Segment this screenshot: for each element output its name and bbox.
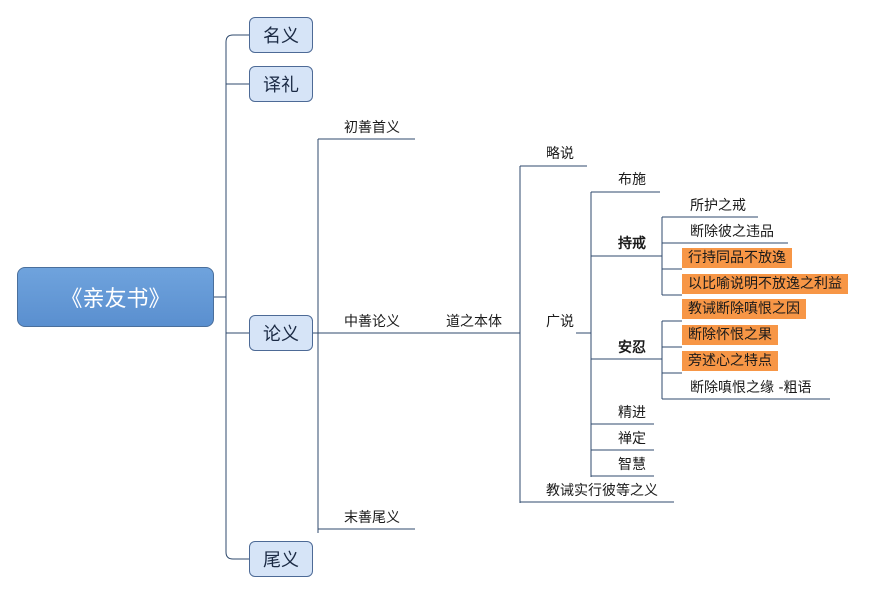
node-chijie-child-highlight[interactable]: 行持同品不放逸 — [682, 248, 792, 268]
node-chijie-child[interactable]: 所护之戒 — [690, 198, 746, 214]
node-jingjin[interactable]: 精进 — [618, 405, 646, 421]
node-chijie-child[interactable]: 断除彼之违品 — [690, 224, 774, 240]
node-anren[interactable]: 安忍 — [618, 340, 646, 356]
node-anren-child-highlight[interactable]: 断除怀恨之果 — [682, 325, 778, 345]
node-lunyi[interactable]: 论义 — [249, 315, 313, 351]
node-chijie[interactable]: 持戒 — [618, 236, 646, 252]
node-anren-child-highlight[interactable]: 旁述心之特点 — [682, 351, 778, 371]
node-dao[interactable]: 道之本体 — [446, 314, 502, 330]
node-mingyi[interactable]: 名义 — [249, 17, 313, 53]
node-zhongshan[interactable]: 中善论义 — [344, 314, 400, 330]
node-bushi[interactable]: 布施 — [618, 172, 646, 188]
node-chushan[interactable]: 初善首义 — [344, 120, 400, 136]
node-zhihui[interactable]: 智慧 — [618, 457, 646, 473]
node-weiyi[interactable]: 尾义 — [249, 541, 313, 577]
node-moshan[interactable]: 末善尾义 — [344, 510, 400, 526]
node-yili[interactable]: 译礼 — [249, 66, 313, 102]
root-node[interactable]: 《亲友书》 — [17, 267, 214, 327]
node-anren-child-highlight[interactable]: 教诫断除嗔恨之因 — [682, 299, 806, 319]
node-jiaojie[interactable]: 教诫实行彼等之义 — [546, 483, 658, 499]
node-guangshuo[interactable]: 广说 — [546, 314, 574, 330]
node-chijie-child-highlight[interactable]: 以比喻说明不放逸之利益 — [682, 274, 848, 294]
node-chanding[interactable]: 禅定 — [618, 431, 646, 447]
node-anren-child[interactable]: 断除嗔恨之缘 -粗语 — [690, 380, 812, 396]
node-lueshuo[interactable]: 略说 — [546, 146, 574, 162]
